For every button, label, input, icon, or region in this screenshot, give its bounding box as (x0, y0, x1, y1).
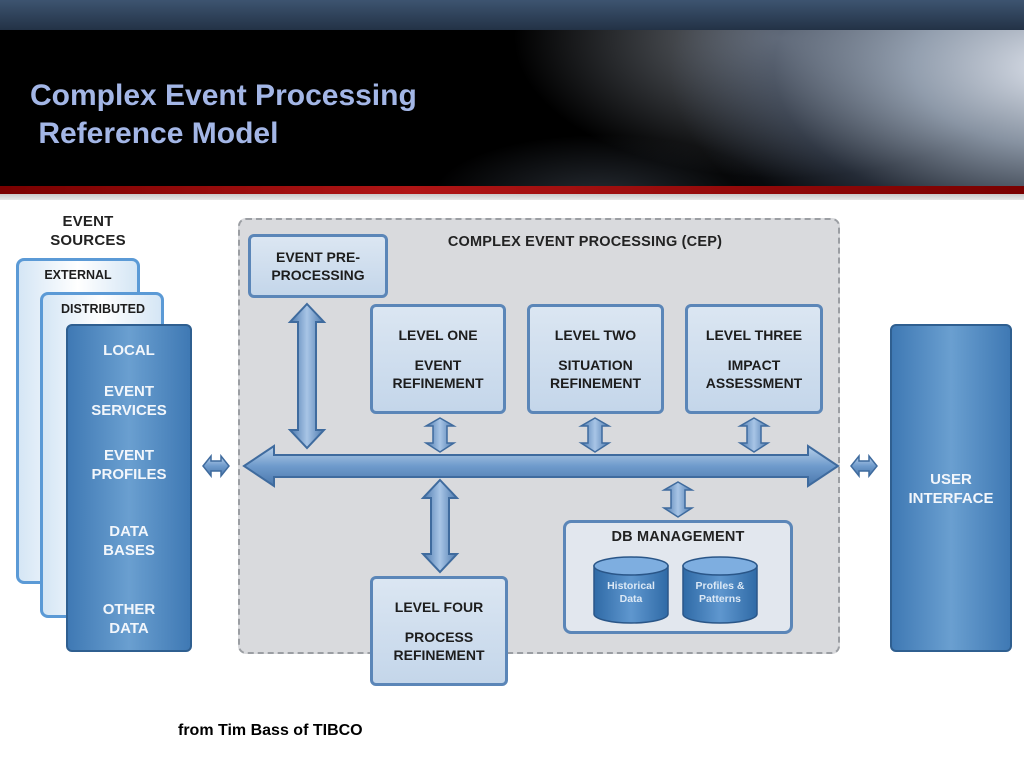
preprocessing-vertical-arrow (287, 302, 327, 450)
header-top-band (0, 0, 1024, 30)
slide-header: Complex Event Processing Reference Model (0, 0, 1024, 200)
db-management-label: DB MANAGEMENT (611, 529, 745, 545)
slide-title-line1: Complex Event Processing (30, 79, 417, 112)
local-sources-column (66, 324, 192, 652)
external-label: EXTERNAL (44, 268, 112, 282)
local-label: LOCAL (103, 342, 155, 359)
historical-data-cylinder (593, 556, 669, 624)
profiles-patterns-label: Profiles & Patterns (695, 580, 745, 605)
profiles-patterns-cylinder (682, 556, 758, 624)
db-connector-arrow (661, 481, 695, 518)
source-credit: from Tim Bass of TIBCO (178, 722, 363, 739)
level-three-connector-arrow (737, 417, 771, 453)
other-data-label: OTHER DATA (102, 601, 156, 637)
event-profiles-label: EVENT PROFILES (91, 447, 167, 483)
historical-data-label: Historical Data (607, 580, 655, 605)
data-bases-label: DATA BASES (103, 523, 155, 559)
ui-connector-arrow (850, 453, 878, 479)
header-red-rule (0, 186, 1024, 194)
user-interface-column (890, 324, 1012, 652)
level-one-box: LEVEL ONE EVENT REFINEMENT (370, 304, 506, 414)
level-three-box: LEVEL THREE IMPACT ASSESSMENT (685, 304, 823, 414)
level-two-box: LEVEL TWO SITUATION REFINEMENT (527, 304, 664, 414)
slide-title-line2: Reference Model (30, 117, 279, 150)
level-two-connector-arrow (578, 417, 612, 453)
level-four-vertical-arrow (420, 478, 460, 574)
user-interface-label: USER INTERFACE (908, 471, 994, 507)
event-sources-heading: EVENT SOURCES (50, 213, 126, 249)
header-grey-rule (0, 194, 1024, 200)
event-preprocessing-box: EVENT PRE- PROCESSING (248, 234, 388, 298)
distributed-label: DISTRIBUTED (60, 302, 146, 316)
event-services-label: EVENT SERVICES (91, 383, 167, 419)
level-one-connector-arrow (423, 417, 457, 453)
sources-connector-arrow (202, 453, 230, 479)
cep-title: COMPLEX EVENT PROCESSING (CEP) (447, 234, 723, 250)
earth-background (0, 28, 1024, 188)
level-four-box: LEVEL FOUR PROCESS REFINEMENT (370, 576, 508, 686)
main-bus-arrow (242, 444, 840, 488)
